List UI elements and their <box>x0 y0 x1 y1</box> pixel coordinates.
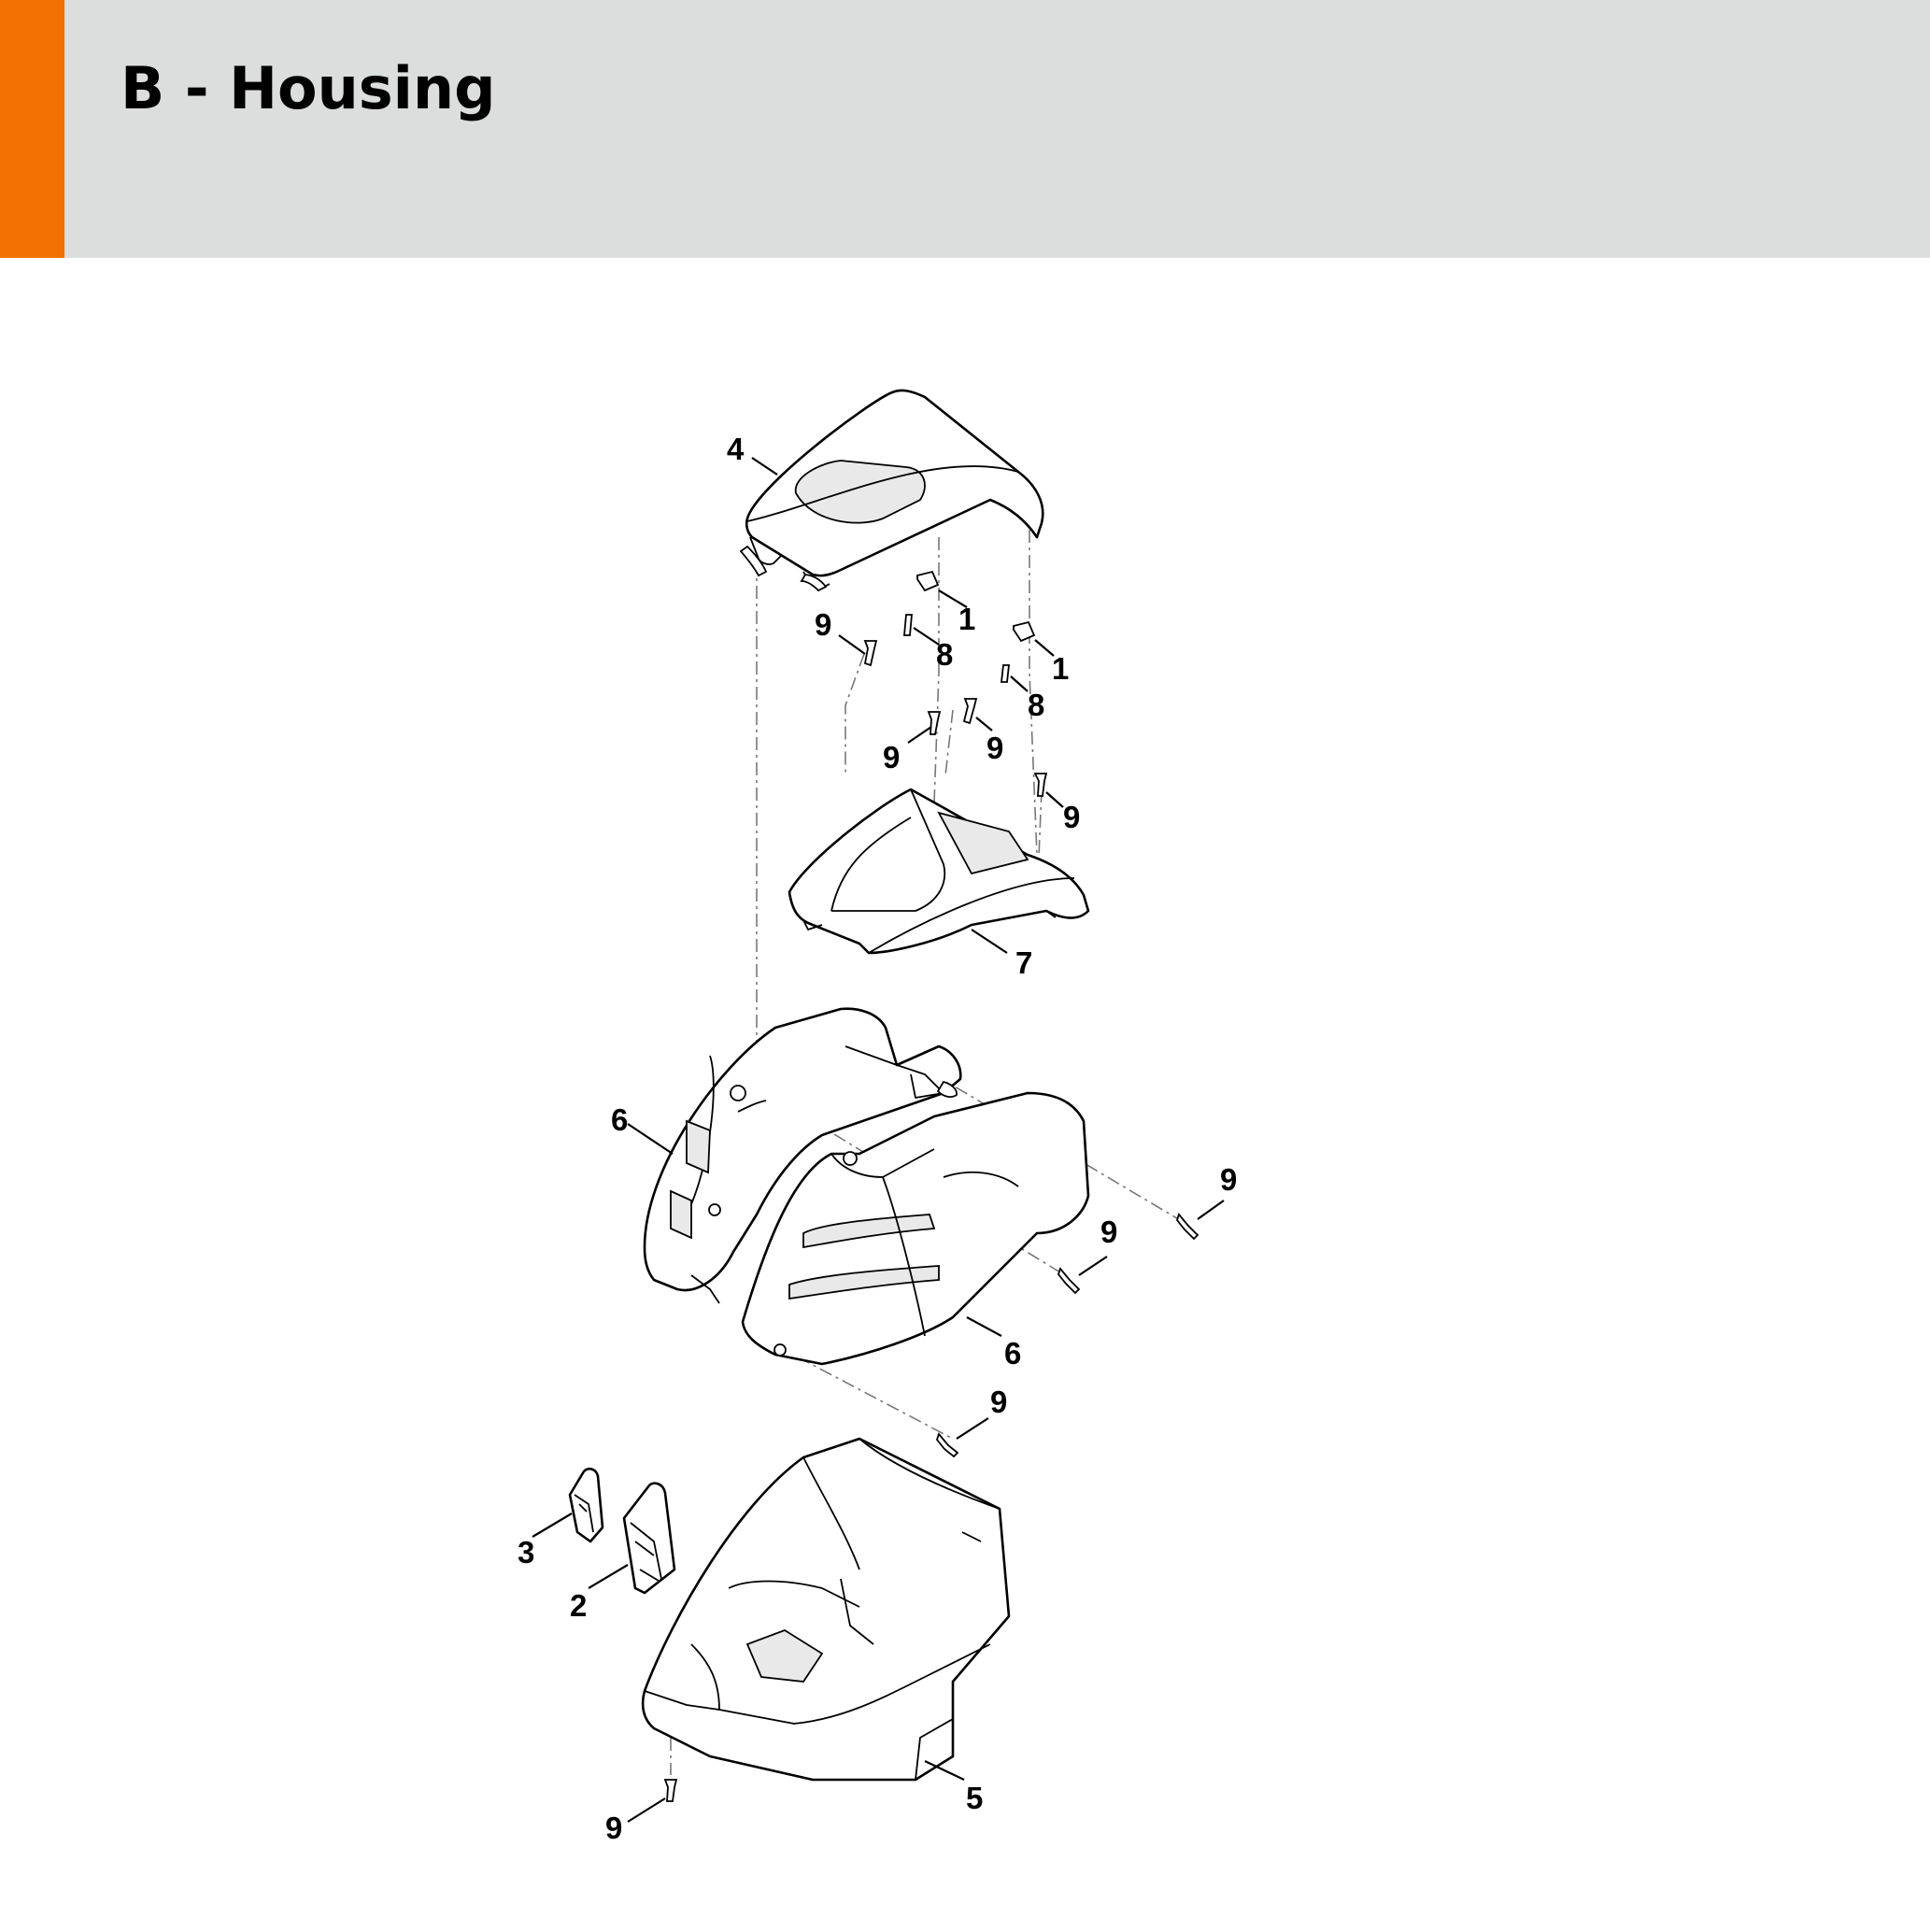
callout-6: 6 <box>1004 1336 1021 1371</box>
callout-8: 8 <box>1028 688 1044 722</box>
leader-lines <box>532 457 1225 1823</box>
part-pins <box>903 614 1011 683</box>
part-screws-housing <box>663 1213 1199 1802</box>
part-top-cover <box>739 389 1044 592</box>
part-housing-left <box>643 1007 962 1304</box>
part-screws-top <box>863 640 1048 797</box>
callout-9: 9 <box>815 607 831 642</box>
callout-4: 4 <box>727 432 745 466</box>
callout-9: 9 <box>605 1811 622 1845</box>
callout-6: 6 <box>611 1102 628 1137</box>
callout-5: 5 <box>966 1781 983 1815</box>
callout-9: 9 <box>1220 1162 1237 1197</box>
callout-8: 8 <box>936 637 953 672</box>
part-small-bracket <box>568 1467 604 1543</box>
callout-1: 1 <box>1052 651 1069 686</box>
callout-9: 9 <box>1063 800 1080 834</box>
header-bar <box>0 0 1930 258</box>
callout-9: 9 <box>990 1385 1007 1419</box>
part-upper-frame <box>788 788 1090 955</box>
part-bracket <box>622 1482 676 1595</box>
part-rubber-pads <box>916 570 1036 643</box>
header-accent-stripe <box>0 0 64 258</box>
callout-3: 3 <box>518 1535 534 1570</box>
callout-labels: 4 1 1 8 8 9 9 9 9 7 6 6 9 9 9 3 2 5 9 <box>518 432 1237 1845</box>
part-housing-right <box>741 1091 1090 1366</box>
callout-7: 7 <box>1015 945 1032 980</box>
page-title: B - Housing <box>121 54 496 122</box>
callout-9: 9 <box>883 740 900 774</box>
callout-9: 9 <box>986 731 1003 765</box>
callout-2: 2 <box>570 1588 587 1623</box>
callout-1: 1 <box>958 602 975 636</box>
part-lower-base <box>641 1437 1011 1782</box>
callout-9: 9 <box>1100 1215 1117 1249</box>
